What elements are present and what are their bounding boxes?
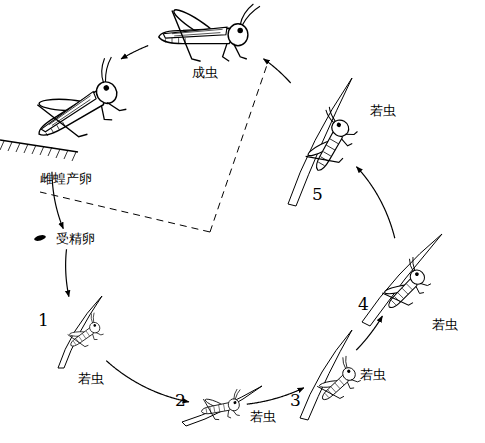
callout-number: 4 — [358, 296, 369, 313]
cycle-arrow — [121, 46, 148, 59]
cycle-arrow — [52, 172, 63, 229]
nymph-2 — [199, 389, 245, 423]
cycle-arrow — [247, 388, 304, 404]
stage-node: 雌蝗产卵 — [2, 60, 120, 170]
callout-number: 1 — [38, 312, 49, 329]
ground-hatching — [0, 141, 76, 161]
stage-label: 若虫 — [360, 368, 386, 381]
stage-label: 雌蝗产卵 — [40, 172, 92, 185]
stage-label: 成虫 — [192, 66, 218, 79]
cycle-arrow — [66, 249, 69, 296]
nymph-4 — [375, 256, 436, 317]
stage-label: 若虫 — [250, 410, 276, 423]
adult-grasshopper — [159, 4, 260, 61]
female-laying-eggs — [23, 55, 139, 155]
stage-node: 4若虫 — [370, 240, 430, 315]
cycle-arrow — [264, 59, 291, 83]
stage-node: 2若虫 — [190, 390, 245, 420]
callout-number: 3 — [290, 392, 301, 409]
stage-node: 3若虫 — [305, 335, 355, 410]
dashed-divider — [40, 62, 268, 232]
stage-node: 1若虫 — [55, 298, 105, 363]
stage-label: 若虫 — [370, 104, 396, 117]
cycle-arrow — [106, 361, 189, 402]
stage-label: 若虫 — [432, 318, 458, 331]
grass-blade — [288, 78, 352, 206]
stage-node: 5若虫 — [290, 85, 355, 195]
ground-line — [0, 140, 78, 152]
fertilized-egg — [34, 234, 47, 242]
stage-label: 若虫 — [78, 372, 104, 385]
grass-blade — [362, 234, 442, 326]
nymph-5 — [298, 106, 363, 178]
nymph-3 — [311, 355, 366, 408]
stage-node: 受精卵 — [32, 230, 104, 248]
cycle-arrow — [356, 316, 382, 350]
nymph-1 — [63, 312, 108, 354]
stage-node: 成虫 — [150, 2, 262, 62]
stage-label: 受精卵 — [56, 232, 95, 245]
callout-number: 5 — [312, 186, 323, 203]
cycle-arrow — [357, 167, 395, 239]
